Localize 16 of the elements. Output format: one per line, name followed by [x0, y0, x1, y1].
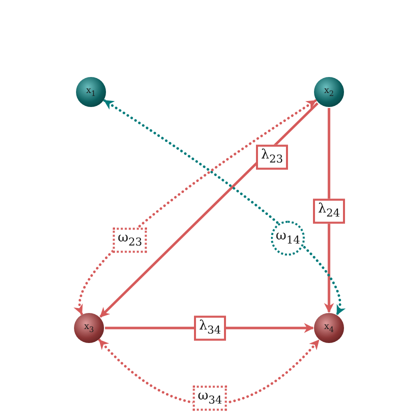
sphere-node — [314, 77, 344, 107]
arrow — [98, 338, 320, 406]
sphere-node — [314, 313, 344, 343]
edge-label: ω$_{34}$ — [192, 386, 228, 410]
edge-label: λ$_{23}$ — [256, 144, 288, 170]
node-label: x$_{2}$ — [324, 86, 334, 98]
edge-label: λ$_{34}$ — [194, 316, 226, 340]
edge-label: ω$_{14}$ — [270, 220, 306, 256]
edge-label: ω$_{23}$ — [112, 228, 148, 252]
node-label: x$_{3}$ — [84, 322, 94, 334]
sphere-node — [74, 313, 104, 343]
sphere-node — [76, 77, 106, 107]
edge-label: λ$_{24}$ — [312, 198, 346, 224]
node-label: x$_{4}$ — [324, 322, 334, 334]
node-label: x$_{1}$ — [86, 86, 96, 98]
arrow — [324, 108, 334, 313]
